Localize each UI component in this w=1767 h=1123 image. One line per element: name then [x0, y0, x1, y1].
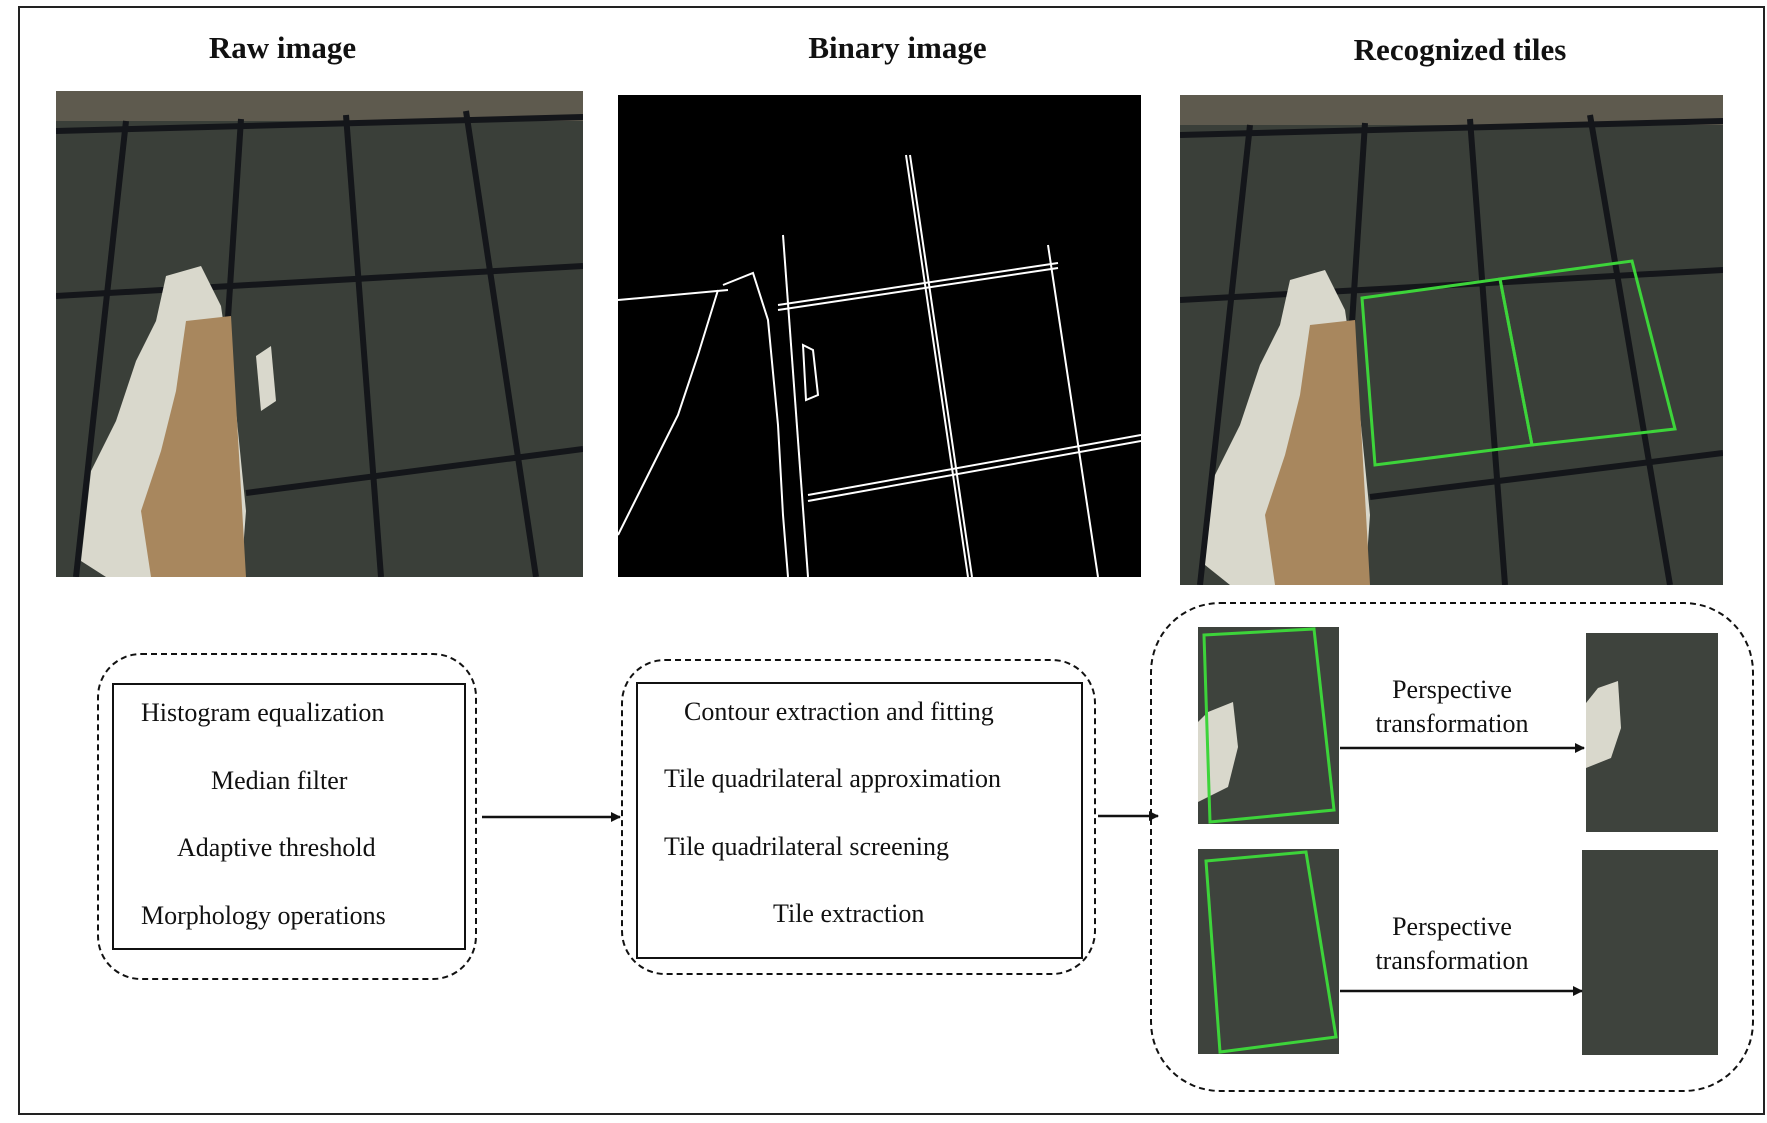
step-contour-extraction: Contour extraction and fitting: [684, 697, 994, 726]
step-quadrilateral-screening: Tile quadrilateral screening: [664, 832, 949, 861]
perspective-transformation-label-2: Perspective transformation: [1375, 912, 1529, 975]
step-quadrilateral-approximation: Tile quadrilateral approximation: [664, 764, 1001, 793]
step-morphology-operations: Morphology operations: [141, 901, 386, 930]
tile-crop-1-before: [1198, 627, 1339, 824]
step-histogram-equalization: Histogram equalization: [141, 698, 385, 727]
figure-frame: [18, 6, 1765, 1115]
preprocessing-dashed-group: [97, 653, 477, 980]
tile-crop-2-before: [1198, 849, 1339, 1054]
recognition-dashed-group: [621, 659, 1096, 975]
recognition-steps-box: [636, 682, 1083, 959]
perspective-transformation-label-1: Perspective transformation: [1375, 675, 1529, 738]
tile-crop-2-after: [1582, 850, 1718, 1055]
binary-image-title: Binary image: [808, 30, 987, 65]
preprocessing-steps-box: [112, 683, 466, 950]
step-median-filter: Median filter: [211, 766, 348, 795]
binary-image-photo: [618, 95, 1141, 577]
step-adaptive-threshold: Adaptive threshold: [177, 833, 376, 862]
raw-image-photo: [56, 91, 583, 577]
recognized-tiles-title: Recognized tiles: [1353, 32, 1567, 67]
raw-image-title: Raw image: [208, 30, 357, 65]
recognized-tiles-photo: [1180, 95, 1723, 585]
transformation-dashed-group: [1150, 602, 1754, 1092]
tile-crop-1-after: [1586, 633, 1718, 832]
step-tile-extraction: Tile extraction: [773, 899, 925, 928]
